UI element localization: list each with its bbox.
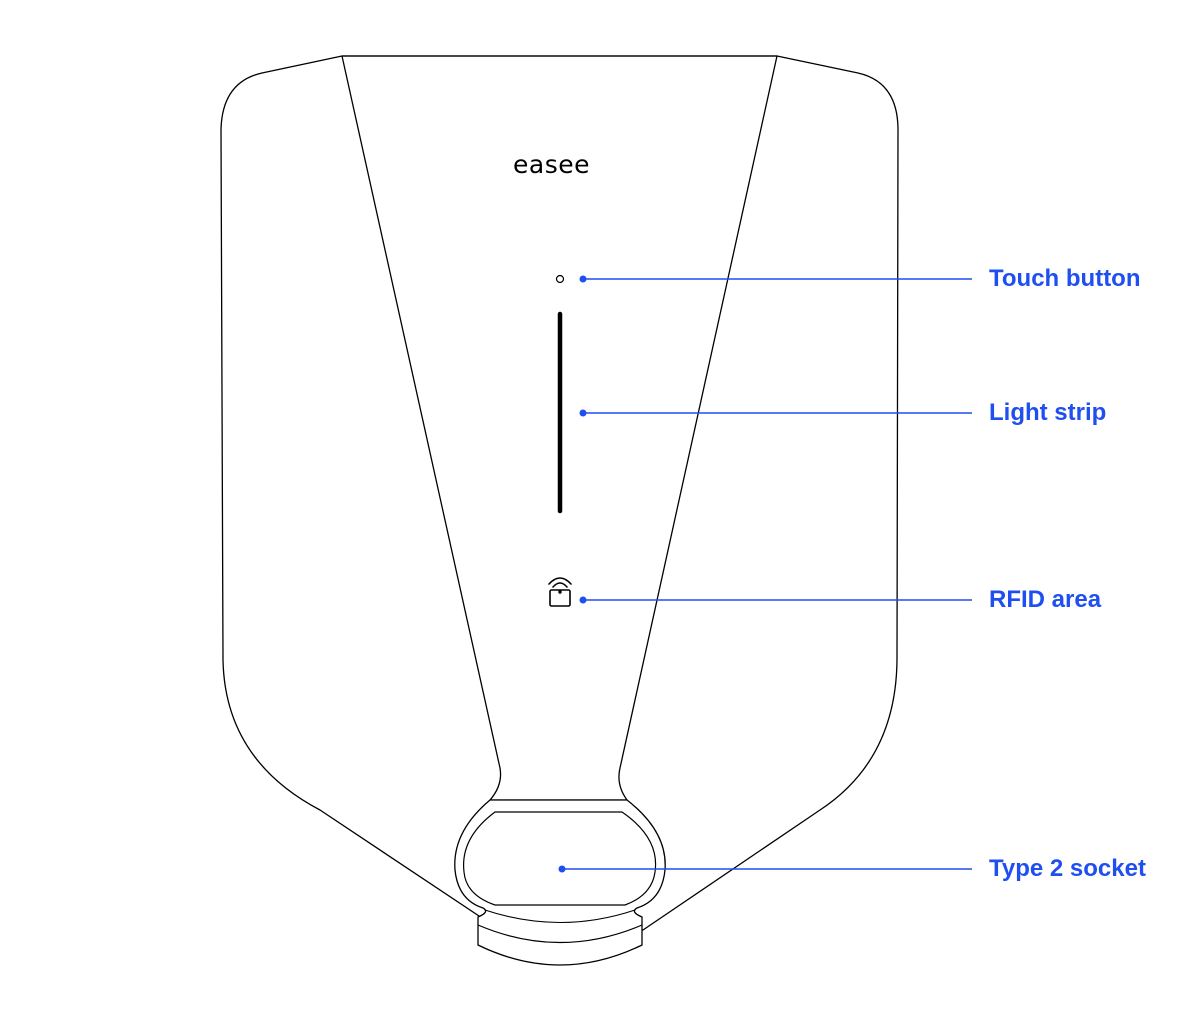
touch-button-icon — [555, 274, 565, 284]
callout-rfid-area-leader — [579, 596, 972, 604]
callout-touch-button-leader — [579, 275, 972, 283]
socket-inner — [462, 811, 657, 906]
callout-light-strip-leader — [579, 409, 972, 417]
callout-label-light-strip: Light strip — [989, 399, 1107, 426]
callout-label-rfid-area: RFID area — [989, 586, 1102, 613]
callout-label-type-2-socket: Type 2 socket — [989, 855, 1146, 882]
callout-label-touch-button: Touch button — [989, 265, 1141, 292]
rfid-icon — [548, 577, 572, 607]
socket-lip-inner — [484, 909, 636, 923]
brand-logo: easee — [513, 150, 590, 179]
socket-lip — [477, 924, 643, 944]
socket-housing — [454, 799, 666, 966]
callout-type-2-socket-leader — [558, 865, 972, 873]
